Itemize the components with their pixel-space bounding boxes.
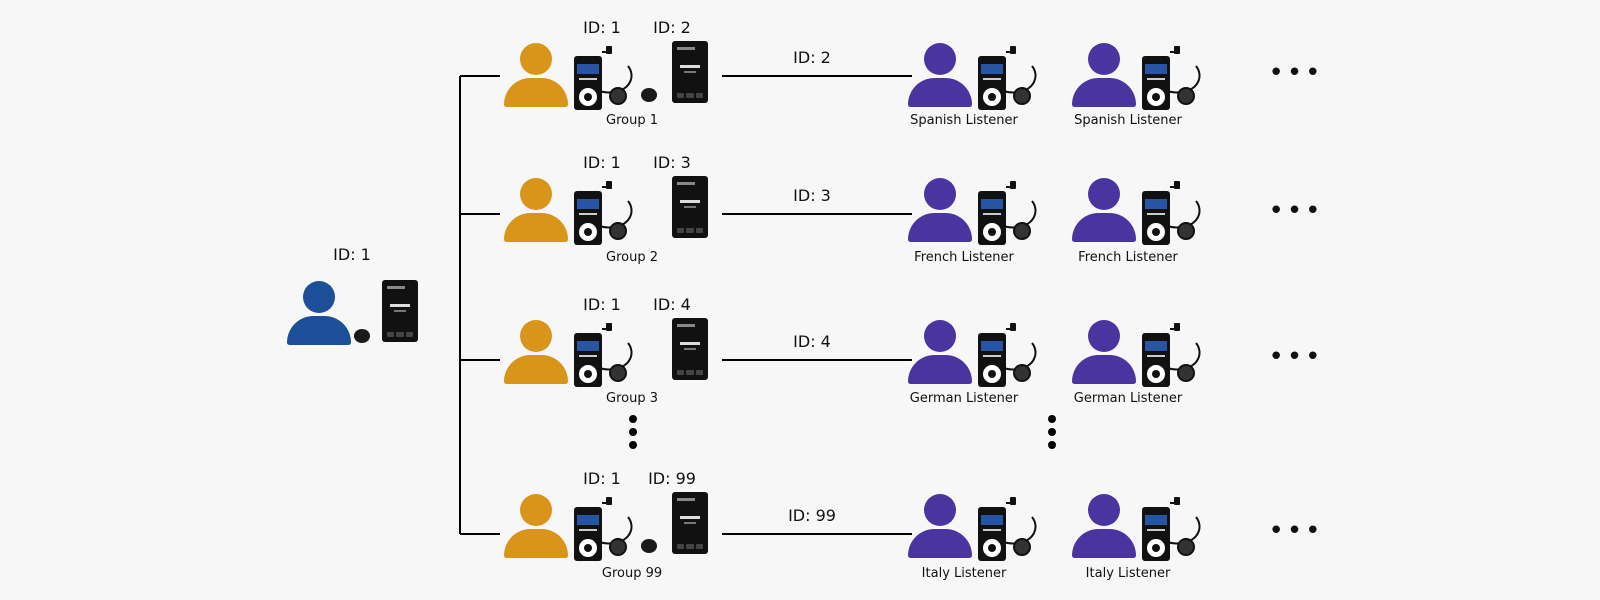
transmitter-device-icon [672, 41, 708, 103]
horizontal-ellipsis: ••• [1268, 196, 1324, 226]
link-id-label: ID: 99 [788, 506, 836, 525]
person-icon [1072, 494, 1136, 558]
group-receiver-id-label: ID: 1 [583, 469, 621, 488]
dot [1048, 441, 1056, 449]
receiver-device-icon [574, 497, 633, 561]
group-receiver-id-label: ID: 1 [583, 153, 621, 172]
group-transmitter-id-label: ID: 3 [653, 153, 691, 172]
person-head [924, 43, 956, 75]
transmitter-device-icon [672, 176, 708, 238]
receiver-device-icon [1142, 46, 1201, 110]
person-head [520, 320, 552, 352]
group-transmitter-id-label: ID: 2 [653, 18, 691, 37]
person-head [924, 178, 956, 210]
person-body [1072, 78, 1136, 107]
group-name-label: Group 3 [606, 391, 658, 406]
person-icon [504, 178, 568, 242]
group-receiver-id-label: ID: 1 [583, 18, 621, 37]
listener-label: Spanish Listener [910, 113, 1018, 128]
person-icon [908, 178, 972, 242]
listener-label: French Listener [1078, 250, 1178, 265]
receiver-device-icon [1142, 497, 1201, 561]
group-name-label: Group 99 [601, 566, 663, 581]
person-head [1088, 178, 1120, 210]
listener-label: German Listener [1073, 391, 1183, 406]
vertical-ellipsis [629, 415, 637, 454]
person-icon [504, 320, 568, 384]
listener-label: Italy Listener [1085, 566, 1171, 581]
microphone-icon [641, 539, 657, 553]
receiver-device-icon [978, 46, 1037, 110]
person-body [1072, 213, 1136, 242]
group-transmitter-id-label: ID: 4 [653, 295, 691, 314]
person-body [504, 213, 568, 242]
horizontal-ellipsis: ••• [1268, 342, 1324, 372]
listener-label: French Listener [914, 250, 1014, 265]
dot [629, 441, 637, 449]
person-body [908, 78, 972, 107]
person-body [504, 355, 568, 384]
person-icon [287, 281, 351, 345]
person-head [303, 281, 335, 313]
group-name-label: Group 2 [606, 250, 658, 265]
horizontal-ellipsis: ••• [1268, 58, 1324, 88]
person-head [1088, 494, 1120, 526]
horizontal-ellipsis: ••• [1268, 516, 1324, 546]
receiver-device-icon [978, 323, 1037, 387]
person-icon [908, 494, 972, 558]
person-icon [908, 320, 972, 384]
person-body [908, 213, 972, 242]
group-receiver-id-label: ID: 1 [583, 295, 621, 314]
group-name-label: Group 1 [606, 113, 658, 128]
receiver-device-icon [574, 181, 633, 245]
link-id-label: ID: 2 [793, 48, 831, 67]
person-icon [504, 43, 568, 107]
transmitter-device-icon [672, 492, 708, 554]
person-icon [908, 43, 972, 107]
person-body [504, 78, 568, 107]
person-icon [1072, 320, 1136, 384]
receiver-device-icon [978, 181, 1037, 245]
link-id-label: ID: 3 [793, 186, 831, 205]
dot [629, 428, 637, 436]
person-body [1072, 355, 1136, 384]
person-body [908, 355, 972, 384]
person-head [520, 494, 552, 526]
receiver-device-icon [978, 497, 1037, 561]
dot [1048, 428, 1056, 436]
person-body [1072, 529, 1136, 558]
person-icon [1072, 43, 1136, 107]
dot [1048, 415, 1056, 423]
receiver-device-icon [1142, 181, 1201, 245]
receiver-device-icon [574, 323, 633, 387]
person-head [520, 43, 552, 75]
vertical-ellipsis [1048, 415, 1056, 454]
listener-label: German Listener [909, 391, 1019, 406]
group-transmitter-id-label: ID: 99 [648, 469, 696, 488]
transmitter-device-icon [382, 280, 418, 342]
listener-label: Italy Listener [921, 566, 1007, 581]
person-body [504, 529, 568, 558]
receiver-device-icon [1142, 323, 1201, 387]
person-head [1088, 43, 1120, 75]
link-id-label: ID: 4 [793, 332, 831, 351]
receiver-device-icon [574, 46, 633, 110]
person-head [1088, 320, 1120, 352]
person-body [908, 529, 972, 558]
person-body [287, 316, 351, 345]
person-head [520, 178, 552, 210]
person-icon [1072, 178, 1136, 242]
person-icon [504, 494, 568, 558]
transmitter-device-icon [672, 318, 708, 380]
microphone-icon [641, 88, 657, 102]
dot [629, 415, 637, 423]
speaker-id-label: ID: 1 [333, 245, 371, 264]
person-head [924, 494, 956, 526]
person-head [924, 320, 956, 352]
microphone-icon [354, 329, 370, 343]
listener-label: Spanish Listener [1074, 113, 1182, 128]
